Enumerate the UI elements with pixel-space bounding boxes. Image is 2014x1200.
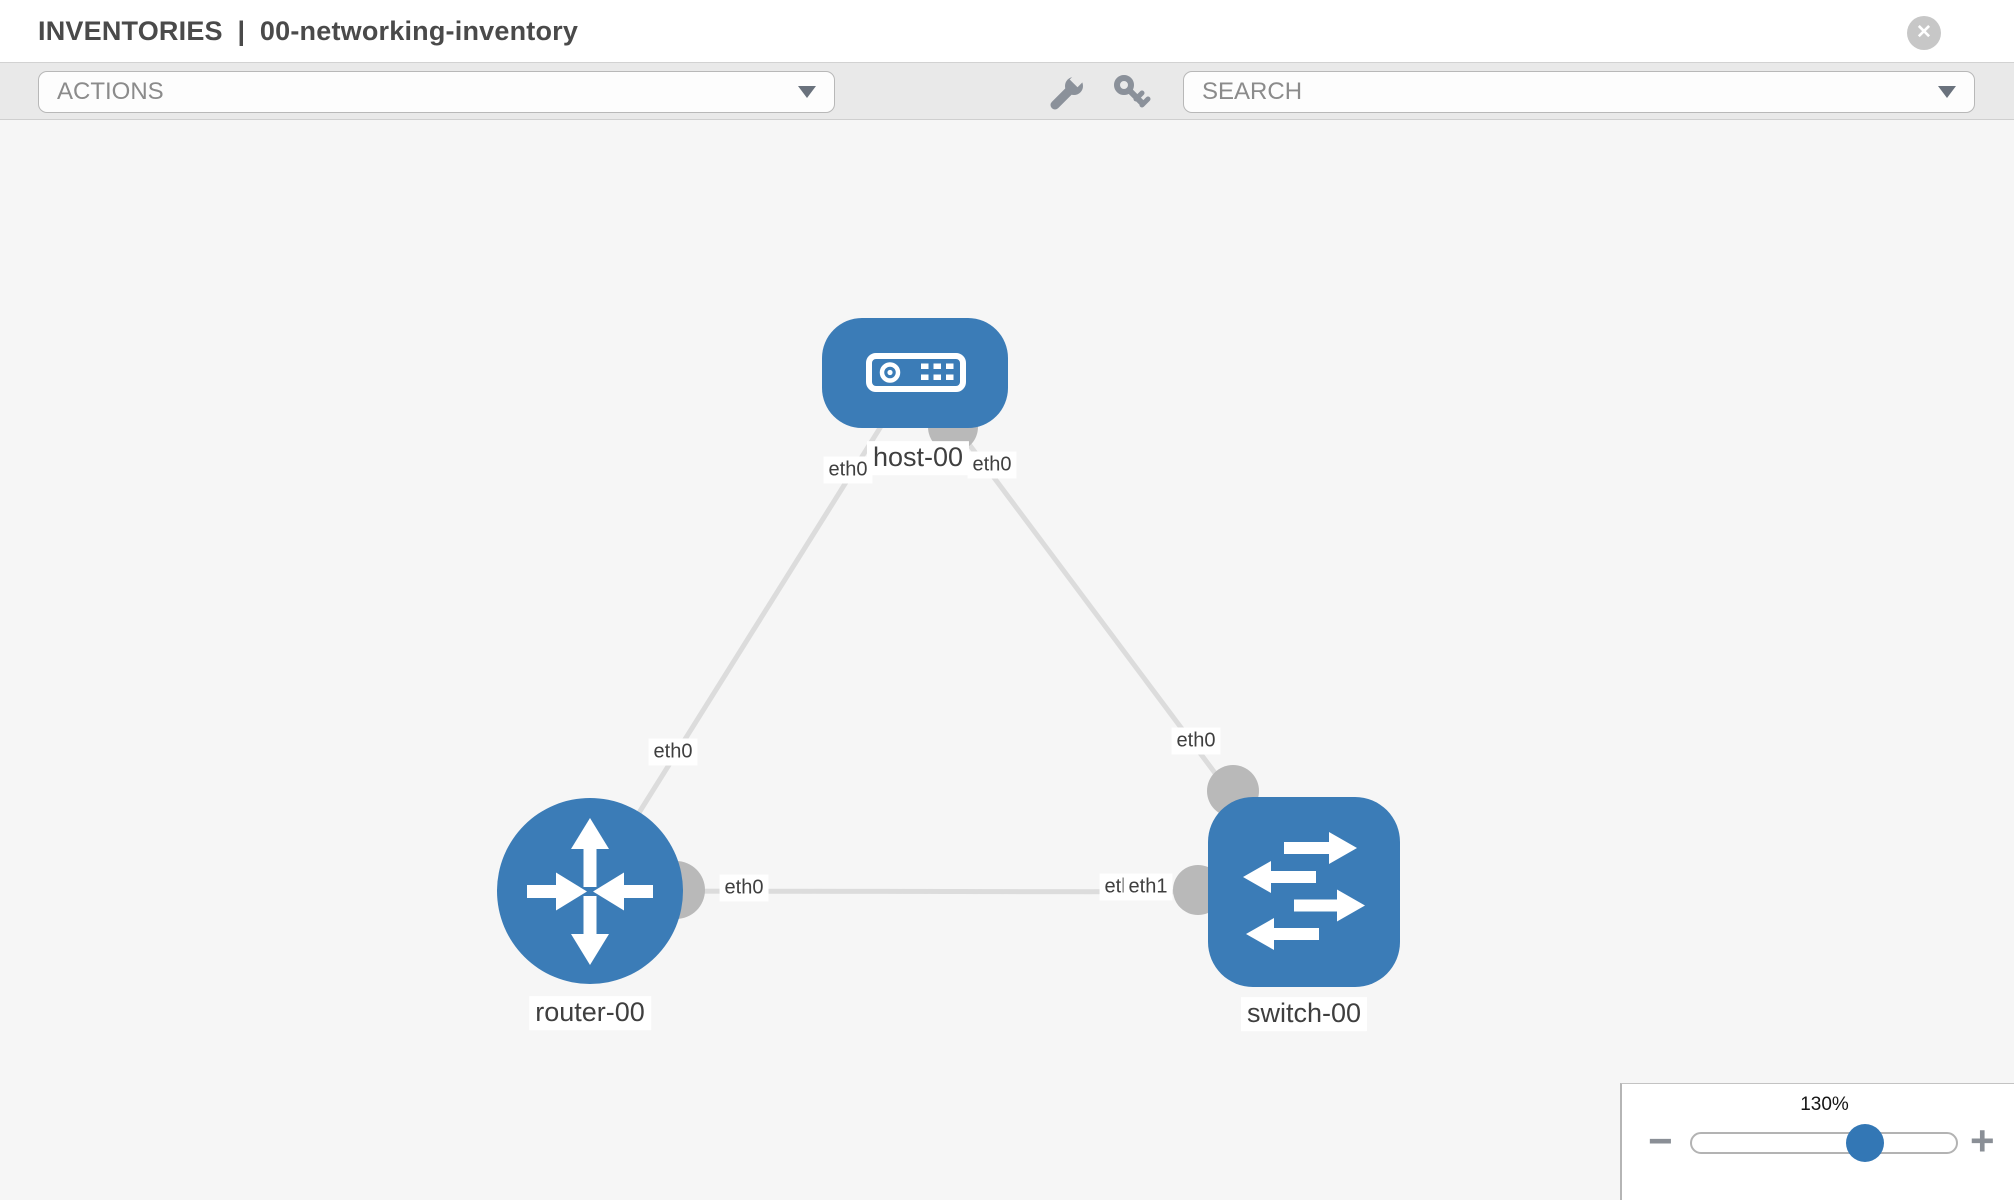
page-header: INVENTORIES | 00-networking-inventory ✕: [0, 0, 2014, 62]
zoom-in-button[interactable]: +: [1970, 1117, 1995, 1164]
interface-label: eth0: [719, 874, 769, 902]
title-section: INVENTORIES: [38, 16, 223, 46]
host-icon: [866, 353, 966, 392]
interface-label: eth0: [648, 738, 698, 766]
toolbar: ACTIONS SEARCH: [0, 62, 2014, 120]
actions-dropdown[interactable]: ACTIONS: [38, 71, 835, 113]
wrench-icon[interactable]: [1046, 72, 1086, 112]
node-switch[interactable]: [1208, 797, 1400, 987]
chevron-down-icon: [798, 86, 816, 98]
interface-label: eth0: [967, 451, 1017, 479]
node-host[interactable]: [822, 318, 1008, 428]
key-icon[interactable]: [1112, 72, 1152, 112]
close-icon[interactable]: ✕: [1907, 16, 1941, 50]
page-title: INVENTORIES | 00-networking-inventory: [38, 0, 578, 62]
zoom-slider-knob[interactable]: [1846, 1124, 1884, 1162]
interface-label: eth0: [1171, 727, 1221, 755]
zoom-level-value: 130%: [1800, 1094, 1849, 1115]
interface-label: eth1: [1123, 873, 1173, 901]
title-inventory-name: 00-networking-inventory: [259, 16, 579, 46]
interface-label: eth0: [823, 456, 873, 484]
interface-ports: [647, 402, 1259, 919]
node-label-host: host-00: [866, 441, 970, 475]
actions-dropdown-label: ACTIONS: [57, 78, 164, 105]
zoom-out-button[interactable]: −: [1648, 1117, 1673, 1164]
switch-icon: [1243, 832, 1365, 950]
node-router[interactable]: [497, 798, 683, 984]
zoom-slider-track[interactable]: [1690, 1132, 1958, 1154]
node-label-switch: switch-00: [1240, 997, 1368, 1031]
router-icon: [527, 818, 653, 965]
search-dropdown[interactable]: SEARCH: [1183, 71, 1975, 113]
title-separator: |: [237, 16, 246, 46]
node-label-router: router-00: [529, 996, 651, 1030]
zoom-control-panel: 130% − +: [1620, 1083, 2014, 1200]
search-dropdown-label: SEARCH: [1202, 78, 1303, 105]
chevron-down-icon: [1938, 86, 1956, 98]
